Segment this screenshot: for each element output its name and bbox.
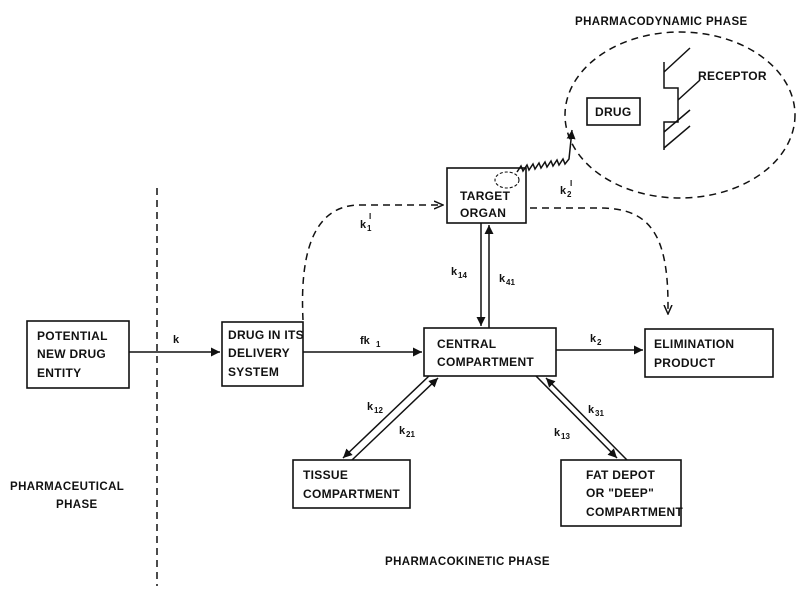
dashed-arrow-delivery-to-target bbox=[301, 205, 443, 321]
svg-text:I: I bbox=[369, 212, 371, 221]
svg-text:DELIVERY: DELIVERY bbox=[228, 346, 290, 360]
svg-text:I: I bbox=[570, 179, 572, 188]
rate-k31: k 31 bbox=[588, 404, 604, 418]
svg-text:FAT DEPOT: FAT DEPOT bbox=[586, 468, 656, 482]
svg-text:ELIMINATION: ELIMINATION bbox=[654, 337, 734, 351]
svg-text:12: 12 bbox=[374, 406, 383, 415]
svg-text:2: 2 bbox=[597, 338, 602, 347]
wavy-arrow-target-to-receptor bbox=[516, 129, 576, 173]
svg-text:13: 13 bbox=[561, 432, 570, 441]
svg-text:k: k bbox=[554, 427, 561, 439]
svg-text:ORGAN: ORGAN bbox=[460, 206, 506, 220]
rate-fk1: fk 1 bbox=[360, 335, 381, 349]
drug-label: DRUG bbox=[595, 105, 632, 119]
svg-text:TISSUE: TISSUE bbox=[303, 468, 348, 482]
svg-text:41: 41 bbox=[506, 278, 515, 287]
svg-text:k: k bbox=[367, 401, 374, 413]
tissue-compartment-box: TISSUE COMPARTMENT bbox=[292, 459, 411, 509]
central-compartment-box: CENTRAL COMPARTMENT bbox=[423, 327, 557, 377]
pharmaceutical-phase-label-line1: PHARMACEUTICAL bbox=[10, 481, 124, 493]
drug-delivery-system-box: DRUG IN ITS DELIVERY SYSTEM bbox=[221, 321, 304, 387]
svg-text:k: k bbox=[451, 266, 458, 278]
rate-k1-prime: k 1 I bbox=[360, 212, 372, 233]
rate-k21: k 21 bbox=[399, 425, 415, 439]
svg-text:PRODUCT: PRODUCT bbox=[654, 356, 716, 370]
arrow-fat-to-central bbox=[545, 377, 628, 461]
svg-text:COMPARTMENT: COMPARTMENT bbox=[303, 487, 400, 501]
svg-text:ENTITY: ENTITY bbox=[37, 366, 81, 380]
svg-text:31: 31 bbox=[595, 409, 604, 418]
rate-k41: k 41 bbox=[499, 273, 515, 287]
svg-text:NEW DRUG: NEW DRUG bbox=[37, 347, 106, 361]
svg-text:COMPARTMENT: COMPARTMENT bbox=[437, 355, 534, 369]
receptor-label: RECEPTOR bbox=[698, 69, 767, 83]
svg-text:COMPARTMENT: COMPARTMENT bbox=[586, 505, 683, 519]
dashed-arrow-target-to-elimination bbox=[530, 207, 668, 314]
drug-box bbox=[586, 97, 641, 126]
svg-text:k: k bbox=[399, 425, 406, 437]
arrow-central-to-fat bbox=[535, 375, 618, 459]
fat-depot-box: FAT DEPOT OR "DEEP" COMPARTMENT bbox=[560, 459, 683, 527]
svg-text:CENTRAL: CENTRAL bbox=[437, 337, 496, 351]
potential-new-drug-entity-box: POTENTIAL NEW DRUG ENTITY bbox=[26, 320, 130, 389]
rate-k12: k 12 bbox=[367, 401, 383, 415]
pharmacodynamic-ellipse bbox=[564, 31, 796, 199]
svg-text:k: k bbox=[588, 404, 595, 416]
rate-k: k bbox=[173, 334, 180, 346]
svg-text:14: 14 bbox=[458, 271, 467, 280]
arrow-central-to-tissue bbox=[342, 375, 430, 459]
elimination-product-box: ELIMINATION PRODUCT bbox=[644, 328, 774, 378]
rate-k13: k 13 bbox=[554, 427, 570, 441]
svg-text:1: 1 bbox=[376, 340, 381, 349]
svg-text:k: k bbox=[360, 219, 367, 231]
svg-text:DRUG IN ITS: DRUG IN ITS bbox=[228, 328, 304, 342]
svg-text:POTENTIAL: POTENTIAL bbox=[37, 329, 108, 343]
rate-k14: k 14 bbox=[451, 266, 467, 280]
rate-k2: k 2 bbox=[590, 333, 602, 347]
svg-text:SYSTEM: SYSTEM bbox=[228, 365, 279, 379]
receptor-icon bbox=[663, 47, 701, 150]
svg-text:1: 1 bbox=[367, 224, 372, 233]
svg-text:k: k bbox=[499, 273, 506, 285]
svg-text:21: 21 bbox=[406, 430, 415, 439]
svg-text:k: k bbox=[560, 185, 567, 197]
arrow-tissue-to-central bbox=[351, 377, 439, 461]
svg-text:k: k bbox=[173, 334, 180, 346]
pharmaceutical-phase-label-line2: PHASE bbox=[56, 499, 98, 511]
svg-text:k: k bbox=[590, 333, 597, 345]
target-organ-box: TARGET ORGAN bbox=[446, 167, 527, 224]
pharmacodynamic-phase-label: PHARMACODYNAMIC PHASE bbox=[575, 16, 748, 28]
rate-k2-prime: k 2 I bbox=[560, 179, 572, 199]
svg-text:OR "DEEP": OR "DEEP" bbox=[586, 486, 654, 500]
pharmacokinetic-phase-label: PHARMACOKINETIC PHASE bbox=[385, 556, 550, 568]
svg-text:fk: fk bbox=[360, 335, 371, 347]
svg-text:2: 2 bbox=[567, 190, 572, 199]
svg-text:TARGET: TARGET bbox=[460, 189, 511, 203]
